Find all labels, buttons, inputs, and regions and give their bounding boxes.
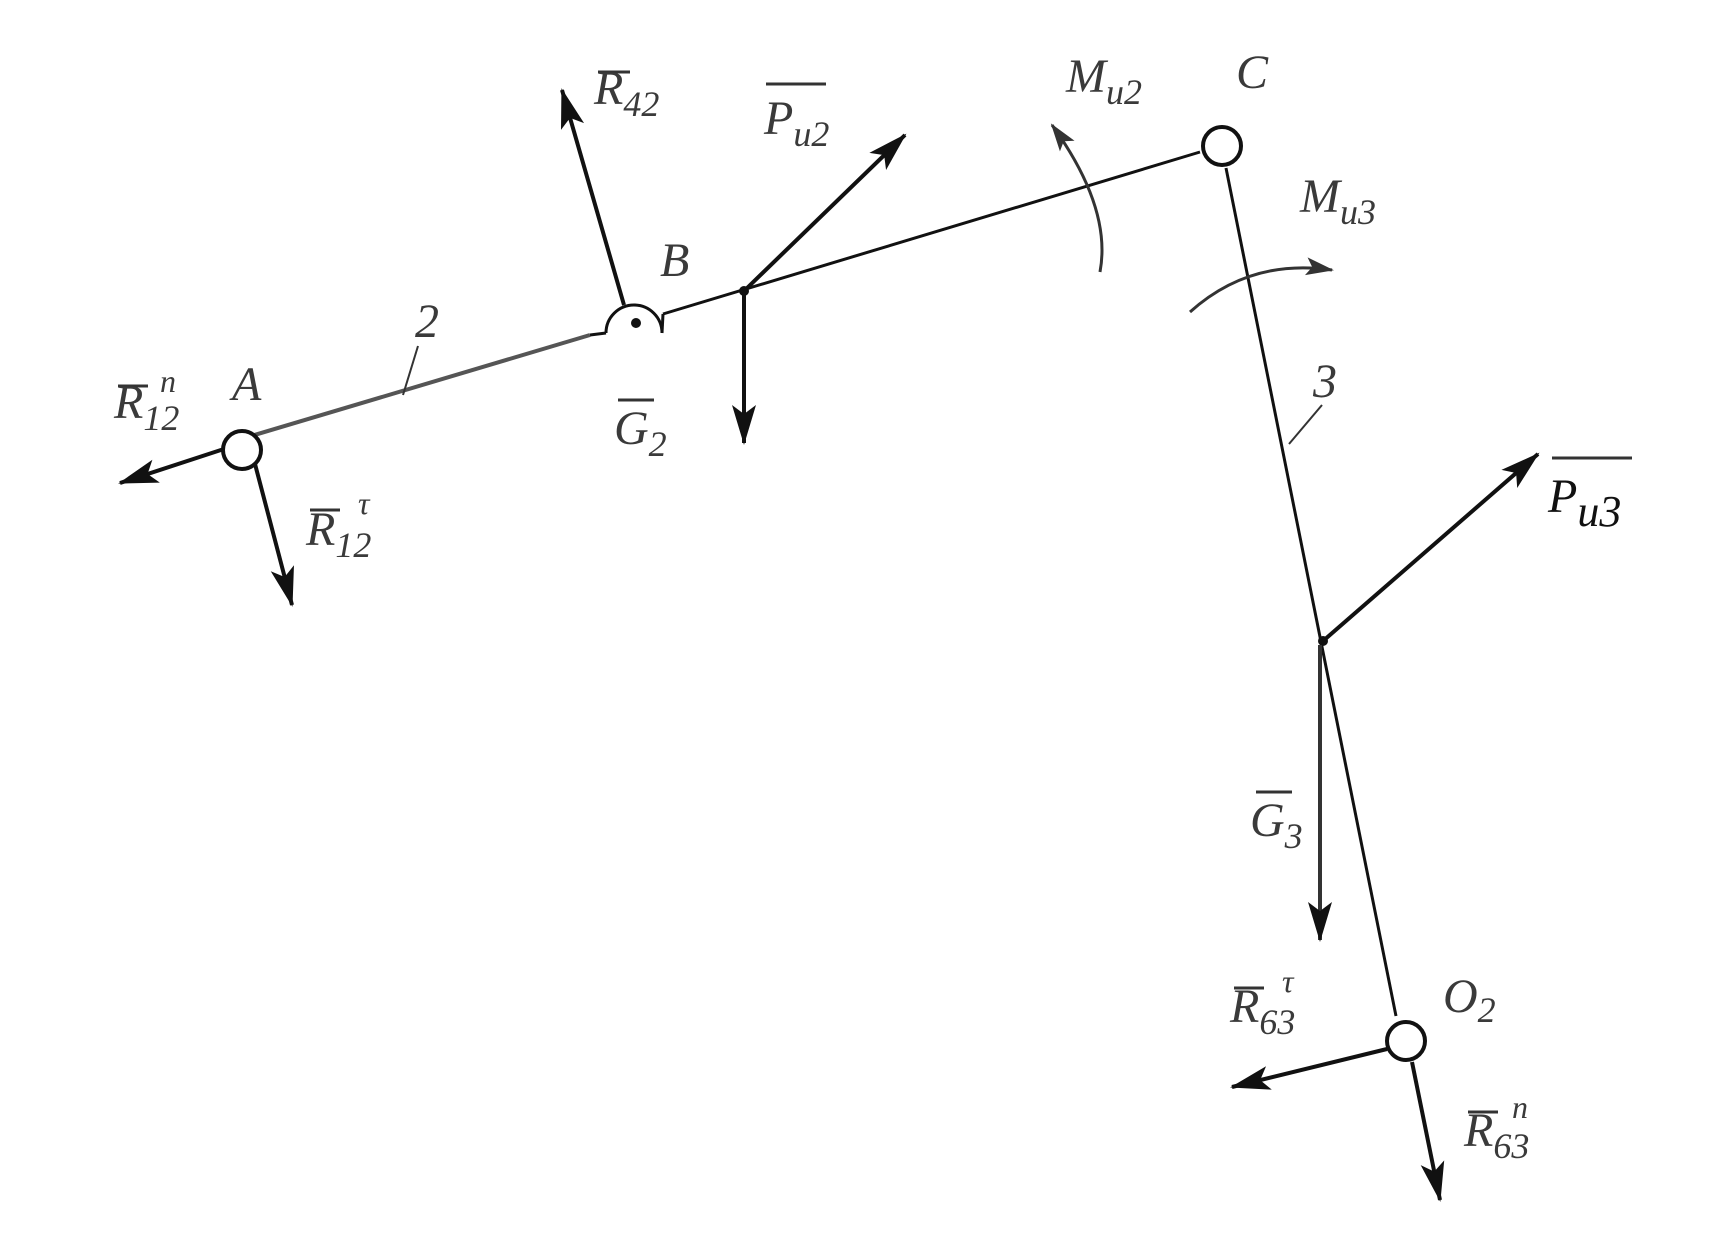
force-pu3-arrow (1321, 452, 1540, 643)
force-r12tau-arrow (253, 463, 294, 607)
label-link-3: 3 (1312, 355, 1337, 408)
force-r42-arrow (560, 88, 626, 306)
moment-mu2-arc (1050, 123, 1104, 273)
label-mu3: Mu3 (1299, 170, 1376, 232)
label-r12tau-sup: τ (358, 485, 371, 521)
label-pu2: Pu2 (763, 92, 829, 154)
force-r63tau-arrow (1230, 1047, 1388, 1090)
label-r42: R42 (593, 62, 659, 124)
label-point-o2: O2 (1443, 970, 1496, 1030)
label-r63n: R63 (1463, 1104, 1529, 1166)
force-r12n-arrow (118, 446, 228, 485)
label-point-b: B (660, 234, 689, 287)
label-mu2: Mu2 (1065, 50, 1142, 112)
joint-b-base (589, 331, 607, 337)
label-r63n-sup: n (1512, 1089, 1528, 1125)
label-pu3: Pu3 (1547, 470, 1621, 536)
label-r63tau-sup: τ (1282, 963, 1295, 999)
joint-c (1201, 125, 1243, 167)
joint-o2 (1385, 1020, 1427, 1062)
label-point-c: C (1236, 46, 1269, 99)
link-2-ab (240, 333, 591, 441)
force-pu2-arrow (742, 133, 907, 293)
moment-mu3-arc (1188, 257, 1334, 314)
label-g3: G3 (1250, 794, 1303, 856)
label-r12n: R12 (113, 376, 179, 438)
label-r63tau: R63 (1229, 980, 1295, 1042)
link-3-co2 (1224, 167, 1398, 1017)
joint-b-base-right (660, 313, 665, 334)
label-r12n-sup: n (160, 363, 176, 399)
label-r12tau: R12 (305, 503, 371, 565)
joint-a (221, 429, 263, 471)
label-point-a: A (229, 358, 262, 411)
link-2-bc (662, 150, 1201, 316)
label-g2: G2 (614, 402, 667, 464)
link-2-leader (402, 345, 419, 396)
joint-b-center (631, 318, 641, 328)
label-link-2: 2 (415, 295, 439, 348)
link-3-leader (1288, 404, 1323, 445)
force-r63n-arrow (1410, 1061, 1445, 1202)
joint-b-slider (604, 303, 664, 334)
